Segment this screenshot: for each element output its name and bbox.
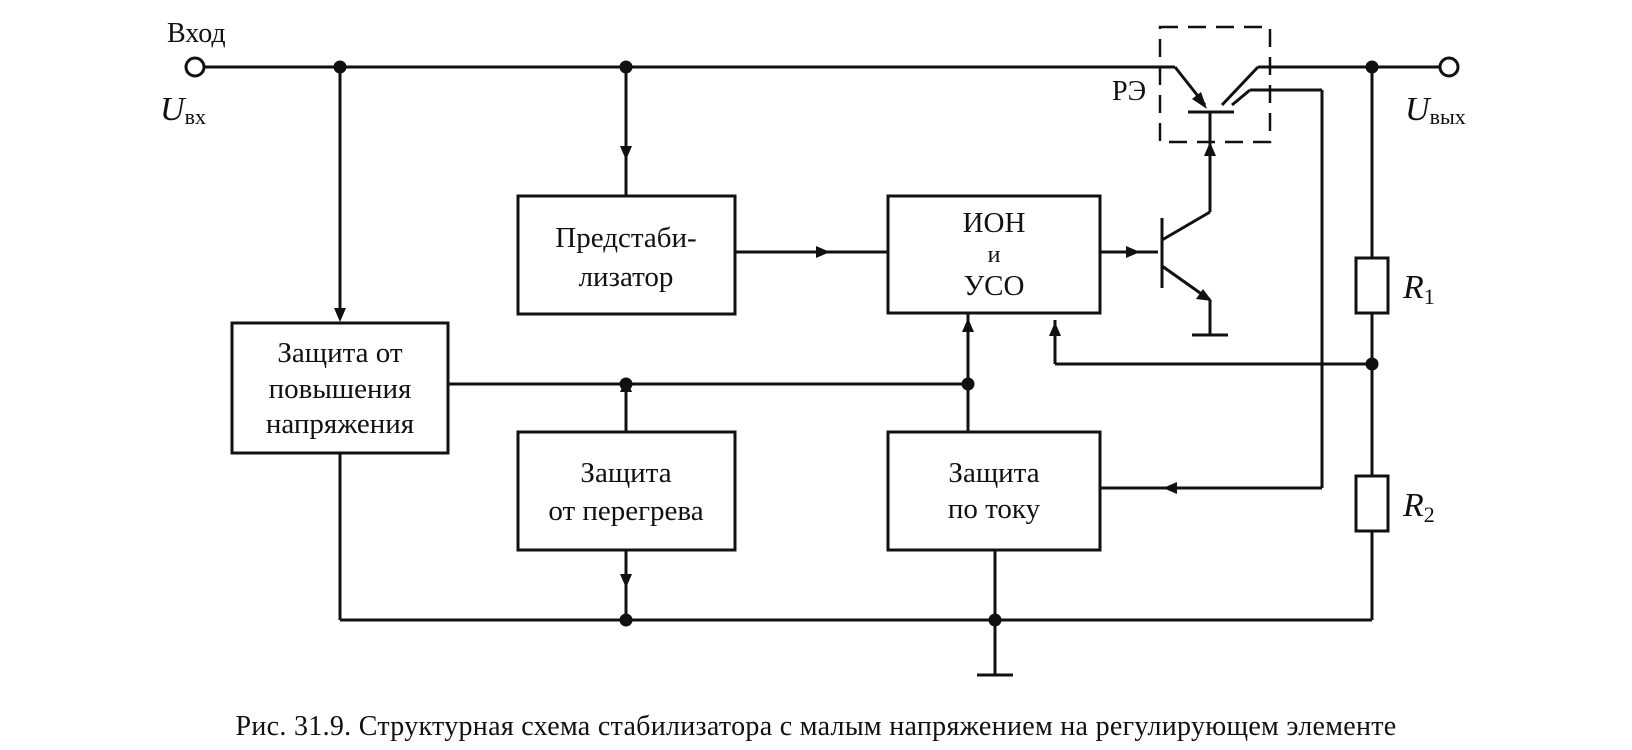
svg-text:и: и [988, 242, 1001, 268]
input-label: Вход [167, 18, 226, 49]
svg-text:УСО: УСО [964, 270, 1025, 302]
svg-text:лизатор: лизатор [579, 261, 674, 293]
wires [203, 65, 1440, 677]
svg-text:Защита от: Защита от [277, 337, 403, 369]
svg-text:напряжения: напряжения [266, 408, 414, 440]
junction-dots [333, 60, 1379, 627]
block-prestabilizer: Предстаби- лизатор [516, 194, 737, 316]
input-terminal [184, 56, 206, 78]
figure-caption: Рис. 31.9. Структурная схема стабилизато… [236, 711, 1397, 742]
svg-text:Предстаби-: Предстаби- [555, 222, 696, 254]
resistor-r2: R2 [1354, 474, 1435, 533]
svg-text:R1: R1 [1402, 269, 1435, 309]
svg-text:Защита: Защита [580, 457, 671, 489]
arrowheads [334, 142, 1216, 588]
control-transistor [1160, 210, 1212, 302]
resistor-r1: R1 [1354, 256, 1435, 315]
output-voltage-label: Uвых [1405, 91, 1466, 129]
svg-text:Защита: Защита [948, 457, 1039, 489]
svg-text:от перегрева: от перегрева [548, 495, 703, 527]
block-ion-uso: ИОН и УСО [886, 194, 1102, 315]
regulating-element: РЭ [1112, 25, 1272, 145]
svg-text:ИОН: ИОН [963, 207, 1026, 239]
svg-text:повышения: повышения [269, 373, 412, 405]
regulating-element-label: РЭ [1112, 76, 1146, 107]
block-overvoltage-protection: Защита от повышения напряжения [230, 321, 450, 455]
svg-text:по току: по току [948, 493, 1041, 525]
block-overheat-protection: Защита от перегрева [516, 430, 737, 552]
block-overcurrent-protection: Защита по току [886, 430, 1102, 552]
svg-text:R2: R2 [1402, 487, 1435, 527]
input-voltage-label: Uвх [160, 91, 206, 129]
output-terminal [1438, 56, 1460, 78]
